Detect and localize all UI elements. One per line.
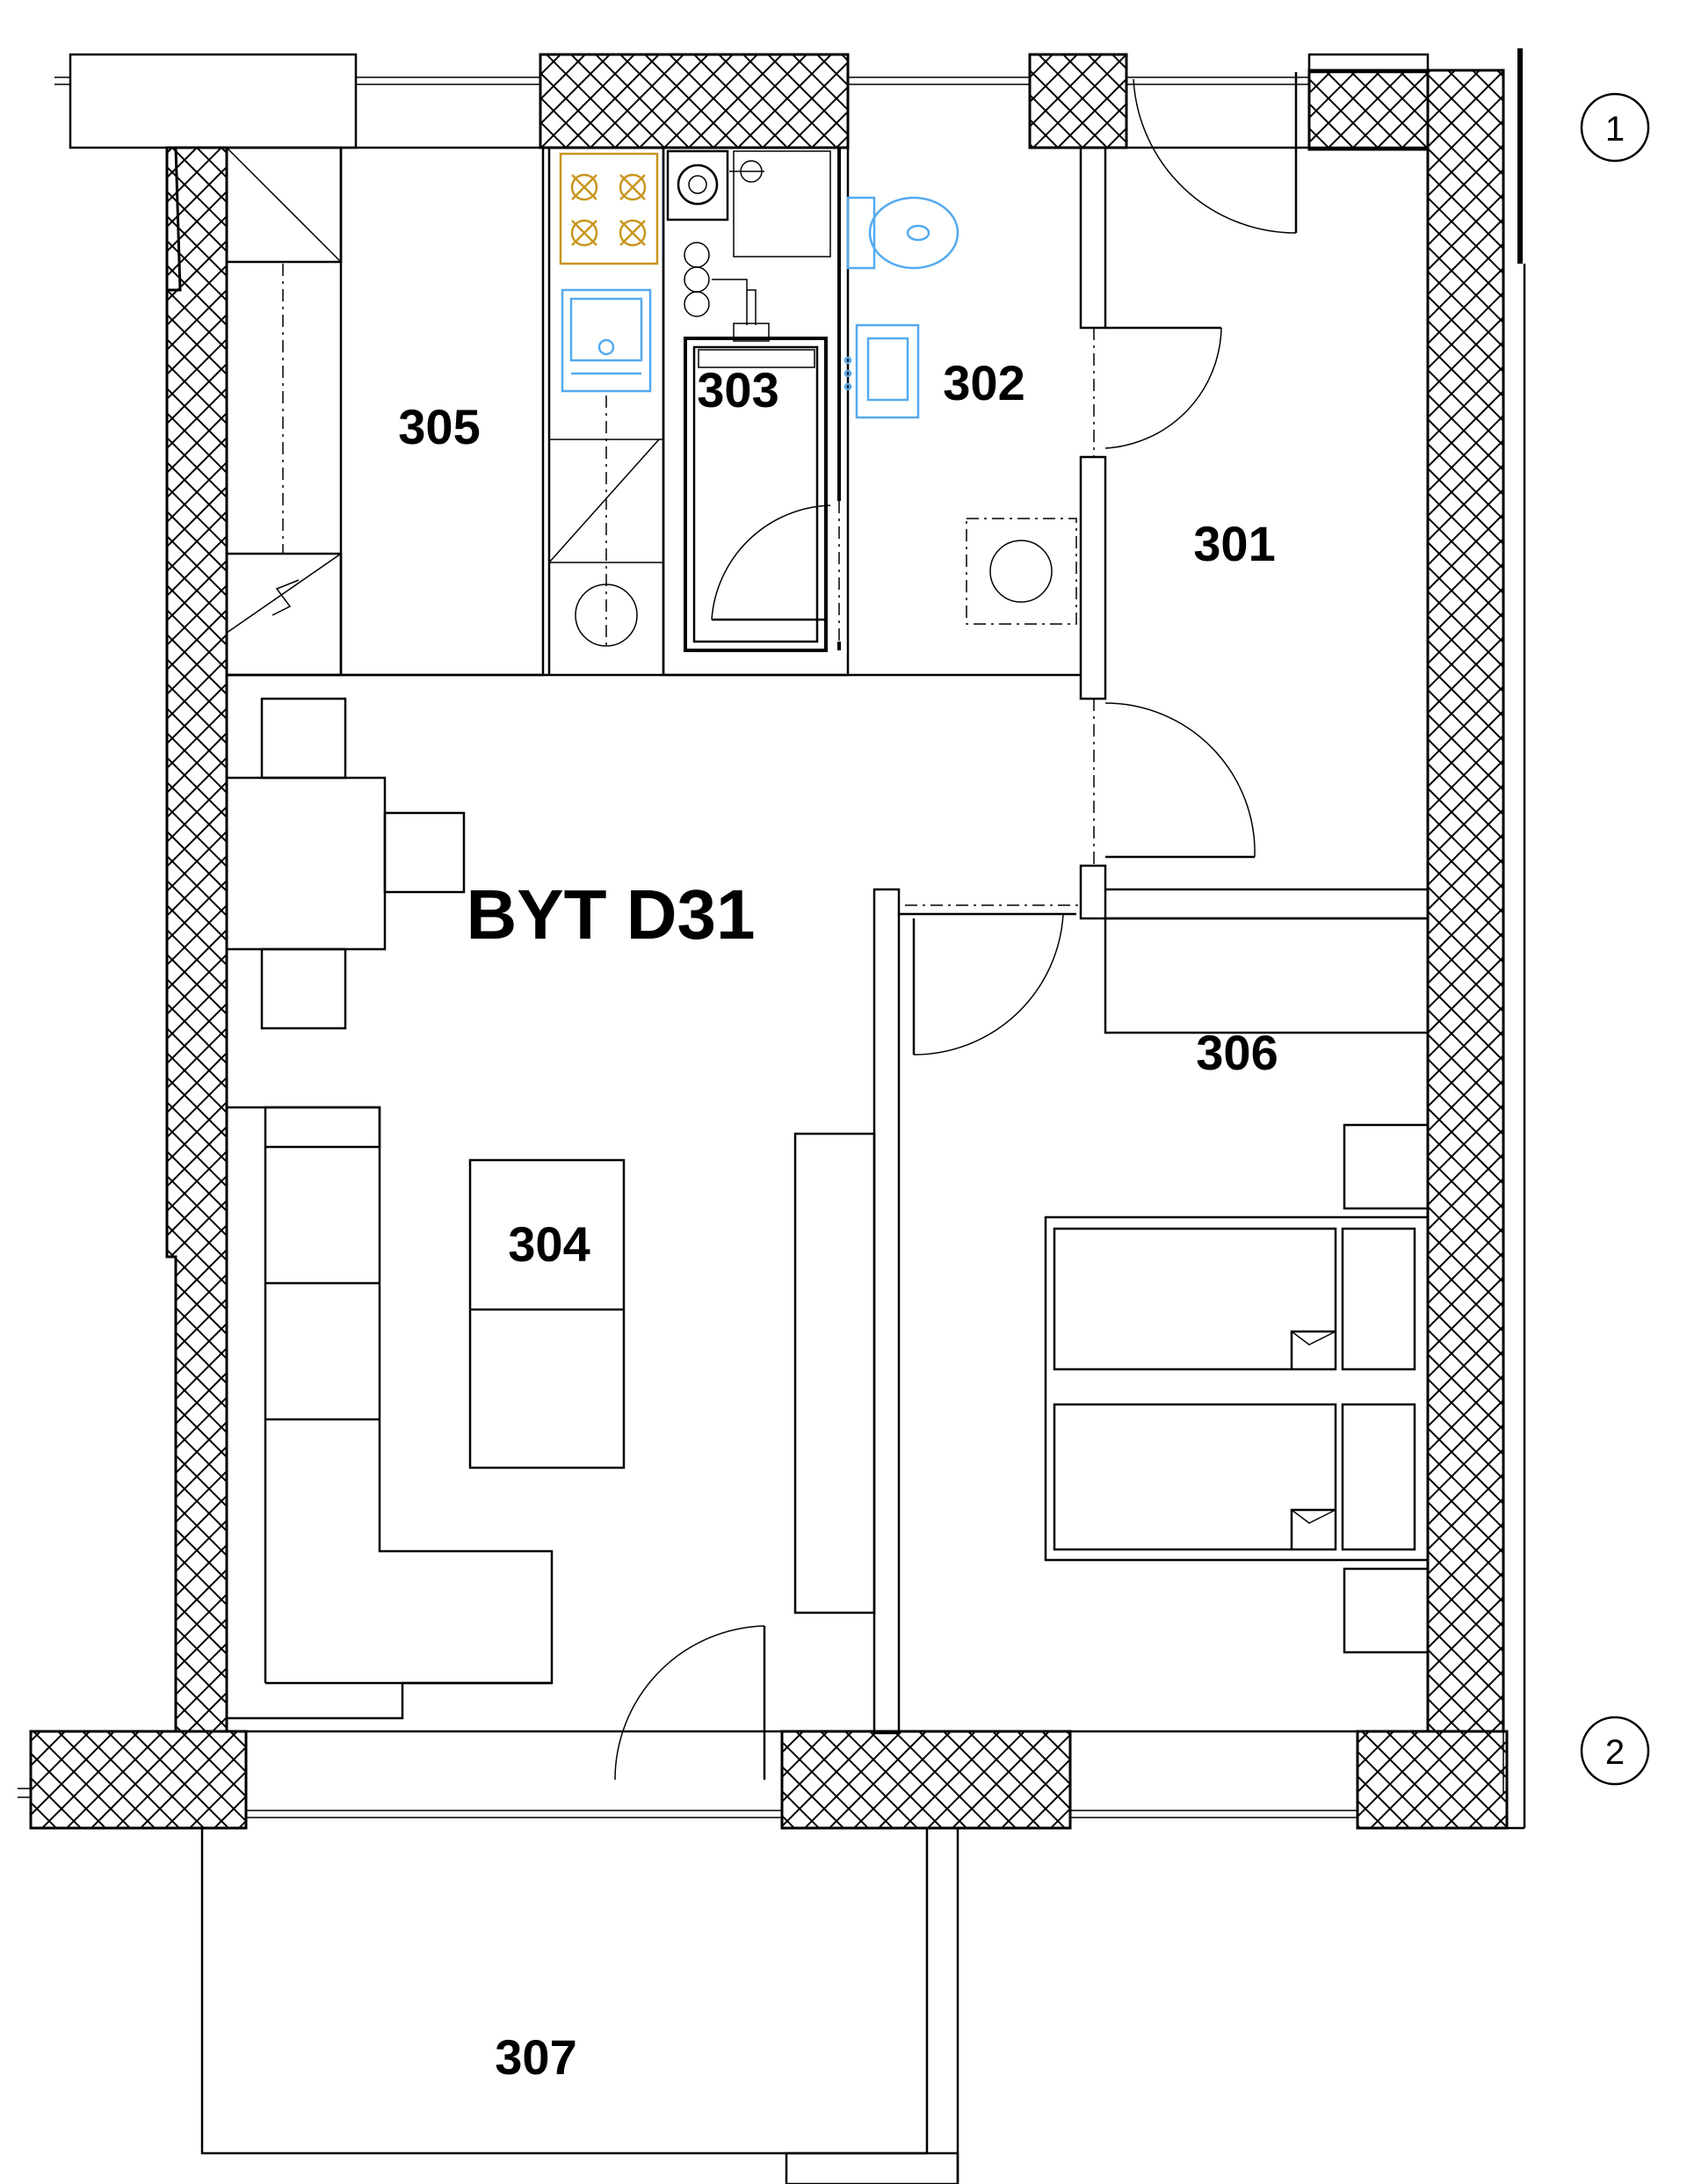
room-label-306: 306 [1196,1025,1278,1080]
exterior-walls [18,48,1526,1830]
living-furniture [225,697,876,1720]
doors [614,72,1298,1781]
room-label-304: 304 [508,1216,590,1272]
balcony [200,1828,959,2184]
washbasin-icon [844,323,920,419]
room-label-301: 301 [1193,516,1275,571]
axis-label-1: 1 [1605,110,1625,149]
room-label-302: 302 [943,355,1025,410]
apartment-title: BYT D31 [467,875,756,954]
axis-marker-2: 2 [1580,1716,1650,1786]
room-label-303: 303 [697,362,778,417]
room-label-305: 305 [398,399,480,454]
bedroom-furniture [1044,917,1430,1654]
axis-marker-1: 1 [1580,92,1650,163]
interior-walls [225,146,1428,1735]
stove-burner-icon [570,173,647,247]
sink-icon [561,288,652,393]
kitchen-fixtures [225,146,665,677]
bathroom-fixtures [666,149,1077,625]
axis-label-2: 2 [1605,1733,1625,1772]
room-label-307: 307 [495,2029,576,2085]
toilet-icon [846,196,959,270]
